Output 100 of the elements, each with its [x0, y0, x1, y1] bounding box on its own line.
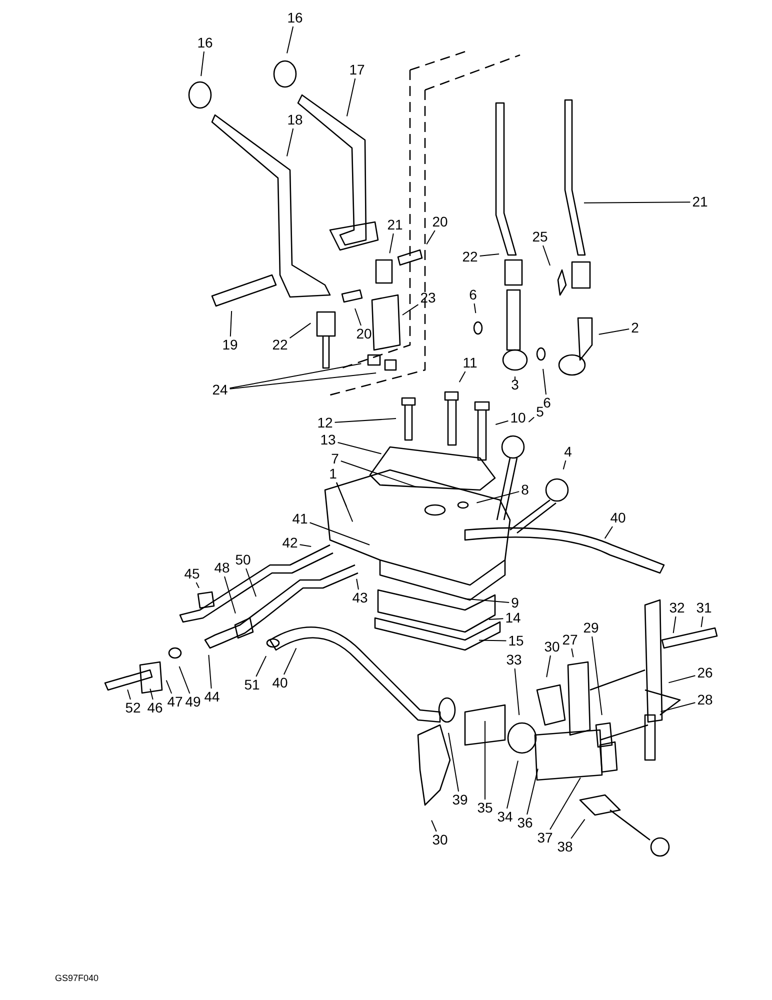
- leader-line: [668, 675, 696, 684]
- leader-line: [356, 578, 359, 590]
- callout-number: 25: [531, 230, 549, 244]
- callout-number: 21: [691, 194, 709, 210]
- leader-line: [346, 78, 356, 117]
- callout-number: 39: [451, 792, 469, 808]
- leader-line: [700, 616, 704, 628]
- drawing-reference-code: GS97F040: [55, 973, 99, 983]
- callout-number: 19: [221, 338, 239, 352]
- leader-line: [196, 582, 200, 588]
- leader-line: [514, 668, 520, 716]
- leader-line: [542, 245, 551, 266]
- callout-number: 45: [183, 566, 201, 582]
- callout-number: 24: [211, 382, 229, 398]
- leader-line: [224, 576, 236, 614]
- callout-number: 40: [609, 510, 627, 526]
- leader-line: [571, 648, 574, 658]
- callout-number: 6: [468, 288, 478, 302]
- callout-number: 10: [509, 410, 527, 426]
- leader-line: [495, 420, 509, 425]
- callout-number: 29: [582, 620, 600, 636]
- callout-number: 16: [286, 10, 304, 26]
- leader-line: [229, 363, 362, 389]
- leader-line: [448, 732, 460, 792]
- leader-line: [166, 680, 172, 694]
- leader-line: [458, 371, 466, 383]
- leader-line: [562, 460, 566, 470]
- leader-line: [598, 328, 630, 335]
- callout-number: 22: [461, 250, 479, 264]
- callout-number: 50: [234, 552, 252, 568]
- leader-line: [200, 51, 204, 77]
- leader-line: [604, 526, 614, 539]
- callout-number: 36: [516, 816, 534, 830]
- leader-line: [570, 818, 586, 839]
- leader-line: [526, 768, 538, 815]
- leader-line: [229, 372, 377, 390]
- callout-number: 18: [286, 112, 304, 128]
- leader-line: [150, 688, 154, 700]
- callout-number: 20: [355, 326, 373, 342]
- leader-line: [337, 442, 382, 454]
- leader-line: [464, 598, 510, 603]
- leader-line: [546, 655, 551, 678]
- leader-line: [230, 310, 232, 337]
- callout-number: 3: [510, 378, 520, 392]
- callout-number: 52: [124, 700, 142, 716]
- leader-line: [354, 308, 362, 326]
- callout-number: 13: [319, 432, 337, 448]
- leader-line: [476, 491, 520, 504]
- callout-number: 26: [696, 666, 714, 680]
- leader-line: [474, 303, 476, 314]
- leader-line: [283, 648, 297, 675]
- callout-number: 27: [561, 632, 579, 648]
- callout-number: 12: [316, 416, 334, 430]
- callout-number: 28: [696, 692, 714, 708]
- callout-number: 43: [351, 590, 369, 606]
- callout-number: 51: [243, 678, 261, 692]
- leader-line: [309, 522, 370, 546]
- leader-line: [660, 702, 696, 712]
- leader-line: [478, 640, 507, 642]
- callout-number: 22: [271, 338, 289, 352]
- callout-number: 9: [510, 596, 520, 610]
- leader-line: [336, 482, 348, 508]
- leader-line: [246, 568, 256, 598]
- callout-number: 11: [462, 356, 478, 370]
- leader-line: [402, 304, 419, 316]
- callout-number: 2: [630, 320, 640, 336]
- callout-number: 47: [166, 694, 184, 710]
- leader-line: [431, 820, 437, 832]
- leader-line: [336, 482, 354, 522]
- callout-number: 42: [281, 536, 299, 550]
- callout-number: 16: [196, 36, 214, 50]
- leader-line: [289, 322, 312, 339]
- leader-line: [334, 418, 397, 423]
- callout-number: 34: [496, 810, 514, 824]
- callout-number: 31: [695, 600, 713, 616]
- callout-number: 7: [330, 452, 340, 466]
- callout-number: 33: [505, 652, 523, 668]
- leader-line: [256, 656, 267, 677]
- callout-number: 35: [476, 800, 494, 816]
- leader-line: [592, 636, 602, 716]
- leader-line: [340, 460, 417, 488]
- callout-number: 14: [504, 610, 522, 626]
- callout-number: 21: [386, 218, 404, 232]
- callout-number: 6: [542, 396, 552, 410]
- callout-number: 23: [419, 290, 437, 306]
- callout-number: 44: [203, 690, 221, 704]
- callout-number: 38: [556, 840, 574, 854]
- callout-number: 48: [213, 560, 231, 576]
- callout-number: 17: [348, 62, 366, 78]
- callout-number: 1: [328, 466, 338, 482]
- leader-line: [286, 128, 294, 157]
- leader-line: [286, 26, 294, 54]
- leader-line: [550, 777, 581, 830]
- callout-number: 49: [184, 694, 202, 710]
- callout-number: 30: [431, 832, 449, 848]
- leader-line: [528, 416, 535, 423]
- callout-number: 30: [543, 640, 561, 654]
- callout-number: 20: [431, 214, 449, 230]
- leader-line: [542, 368, 546, 395]
- callout-number: 15: [507, 634, 525, 648]
